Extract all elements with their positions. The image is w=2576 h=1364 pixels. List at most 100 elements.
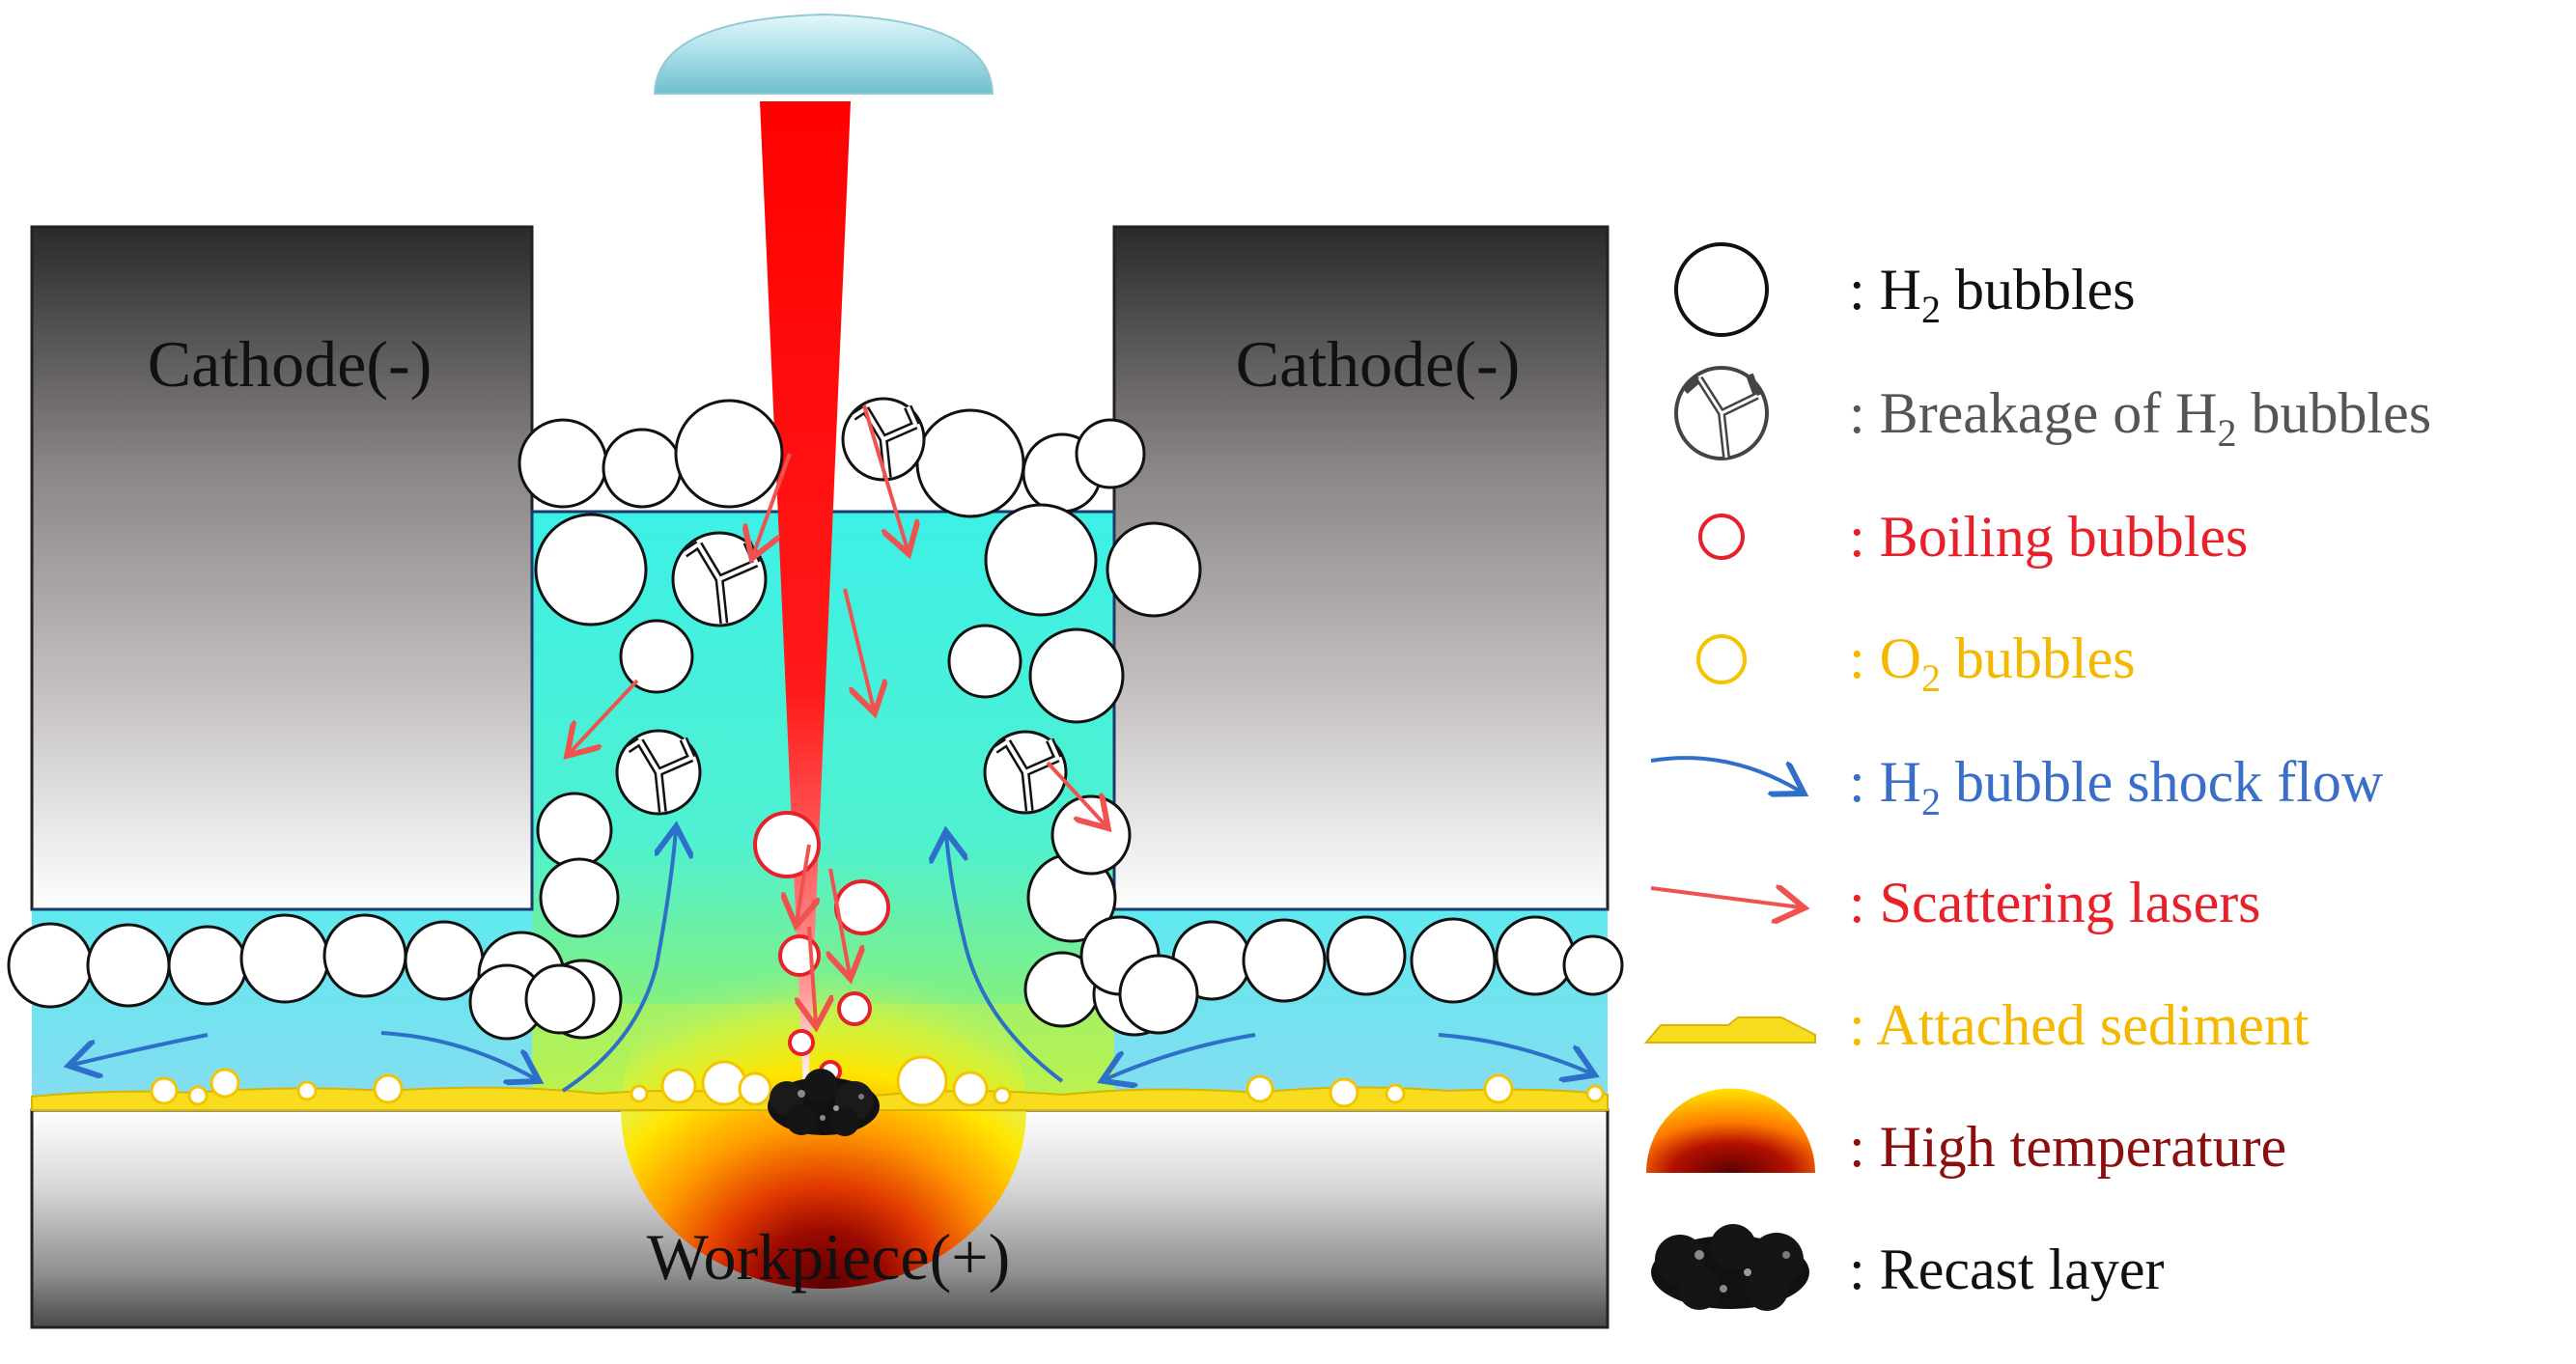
broken-bubble-crack — [852, 405, 918, 479]
recast-layer — [768, 1069, 880, 1136]
focusing-lens — [653, 13, 994, 95]
legend-label-text: : Recast layer — [1849, 1238, 2165, 1301]
h2-bubble — [518, 418, 608, 509]
h2-bubble — [1562, 934, 1624, 996]
legend-label-text: : Boiling bubbles — [1849, 505, 2248, 569]
h2-bubble — [984, 503, 1098, 617]
broken-bubble-crack — [626, 738, 694, 813]
h2-bubble — [1028, 627, 1125, 724]
broken-bubble — [841, 397, 926, 482]
legend-label: : High temperature — [1849, 1115, 2286, 1179]
o2-bubble — [296, 1080, 318, 1101]
broken-bubble — [615, 729, 702, 816]
o2-bubble — [1385, 1083, 1406, 1104]
sediment-icon — [1643, 1016, 1816, 1044]
h2-bubble — [1410, 917, 1497, 1004]
legend-label-text: : Attached sediment — [1849, 993, 2310, 1057]
boiling-bubble — [837, 991, 872, 1026]
legend-label-text: : H — [1849, 750, 1921, 814]
legend-label: : Scattering lasers — [1849, 871, 2261, 934]
legend-label-subscript: 2 — [1921, 780, 1941, 823]
o2-bubble — [1246, 1074, 1274, 1103]
h2-bubble — [539, 857, 620, 938]
h2-bubble — [86, 923, 171, 1008]
h2-bubble — [915, 408, 1025, 518]
h2-bubble — [167, 925, 248, 1006]
h2-bubble — [1242, 918, 1327, 1003]
boiling-bubble — [753, 811, 821, 878]
o2-bubble — [952, 1071, 989, 1107]
laser-beam — [760, 101, 851, 1091]
scatter-laser-arrows — [570, 404, 1106, 1023]
o2-bubble — [1585, 1084, 1605, 1103]
h2-bubble-icon — [1674, 242, 1769, 337]
h2-bubble — [7, 922, 94, 1009]
h2-bubble — [947, 624, 1022, 699]
o2-bubble — [373, 1073, 404, 1104]
o2-bubble — [1329, 1077, 1359, 1108]
h2-bubble — [1118, 954, 1199, 1035]
legend-label-text: : O — [1849, 626, 1921, 690]
boiling-bubble — [834, 879, 890, 935]
legend-label: : H2 bubble shock flow — [1849, 750, 2384, 823]
o2-bubble — [1483, 1073, 1514, 1104]
o2-bubbles — [150, 1055, 1605, 1108]
legend-label-text: : H — [1849, 258, 1921, 321]
o2-bubble — [150, 1076, 179, 1105]
legend-label: : Attached sediment — [1849, 993, 2310, 1057]
h2-bubble — [404, 920, 485, 1001]
h2-bubble — [674, 399, 784, 509]
boiling-bubble — [788, 1029, 815, 1056]
broken-bubble — [671, 531, 768, 627]
o2-bubble-icon — [1696, 634, 1747, 684]
scatter-laser-arrow-icon — [1650, 888, 1801, 907]
o2-bubble — [660, 1068, 697, 1104]
h2-bubble — [602, 428, 683, 509]
legend-label-subscript: 2 — [1921, 288, 1941, 331]
boiling-bubbles — [753, 811, 890, 1100]
legend-label: : Boiling bubbles — [1849, 505, 2248, 569]
broken-bubble-crack — [683, 541, 759, 624]
h2-bubble — [534, 513, 648, 626]
legend-label: : Breakage of H2 bubbles — [1849, 381, 2431, 455]
h2-bubble — [524, 963, 596, 1035]
o2-bubble — [738, 1072, 772, 1106]
legend-label-text: : High temperature — [1849, 1115, 2286, 1179]
o2-bubble — [896, 1055, 948, 1107]
broken-bubble-icon — [1674, 366, 1769, 460]
cathode-left — [30, 225, 534, 911]
legend-label-text: : Scattering lasers — [1849, 871, 2261, 934]
legend-label-subscript: 2 — [2218, 411, 2237, 455]
h2-bubble — [239, 913, 330, 1004]
h2-bubble — [536, 792, 613, 869]
o2-bubble — [187, 1085, 209, 1106]
h2-bubble — [619, 619, 694, 694]
workpiece-label: Workpiece(+) — [647, 1220, 1010, 1294]
high-temperature-icon — [1646, 1088, 1815, 1173]
broken-bubbles — [615, 397, 1068, 816]
boiling-bubble-icon — [1698, 514, 1745, 560]
legend-label-subscript: 2 — [1921, 656, 1941, 700]
broken-bubble-crack — [994, 738, 1060, 812]
legend-label-suffix: bubble shock flow — [1941, 750, 2384, 814]
h2-bubble — [1326, 915, 1407, 996]
o2-bubble — [210, 1068, 240, 1099]
o2-bubble — [993, 1086, 1012, 1105]
legend: : H2 bubbles: Breakage of H2 bubbles: Bo… — [1643, 242, 2431, 1311]
shock-flow-arrows — [72, 830, 1591, 1093]
recast-layer-icon — [1651, 1224, 1809, 1311]
legend-label-suffix: bubbles — [2237, 381, 2432, 445]
o2-bubble — [630, 1084, 649, 1103]
h2-bubbles — [7, 399, 1624, 1041]
cathode-right-label: Cathode(-) — [1236, 327, 1521, 401]
broken-bubble — [983, 730, 1068, 815]
h2-bubble — [1495, 915, 1576, 996]
legend-label: : H2 bubbles — [1849, 258, 2136, 331]
legend-label: : Recast layer — [1849, 1238, 2165, 1301]
h2-bubble — [1106, 521, 1202, 618]
legend-label-text: : Breakage of H — [1849, 381, 2218, 445]
legend-label-suffix: bubbles — [1941, 626, 2136, 690]
shock-flow-arrow-icon — [1650, 756, 1801, 792]
legend-label: : O2 bubbles — [1849, 626, 2136, 700]
